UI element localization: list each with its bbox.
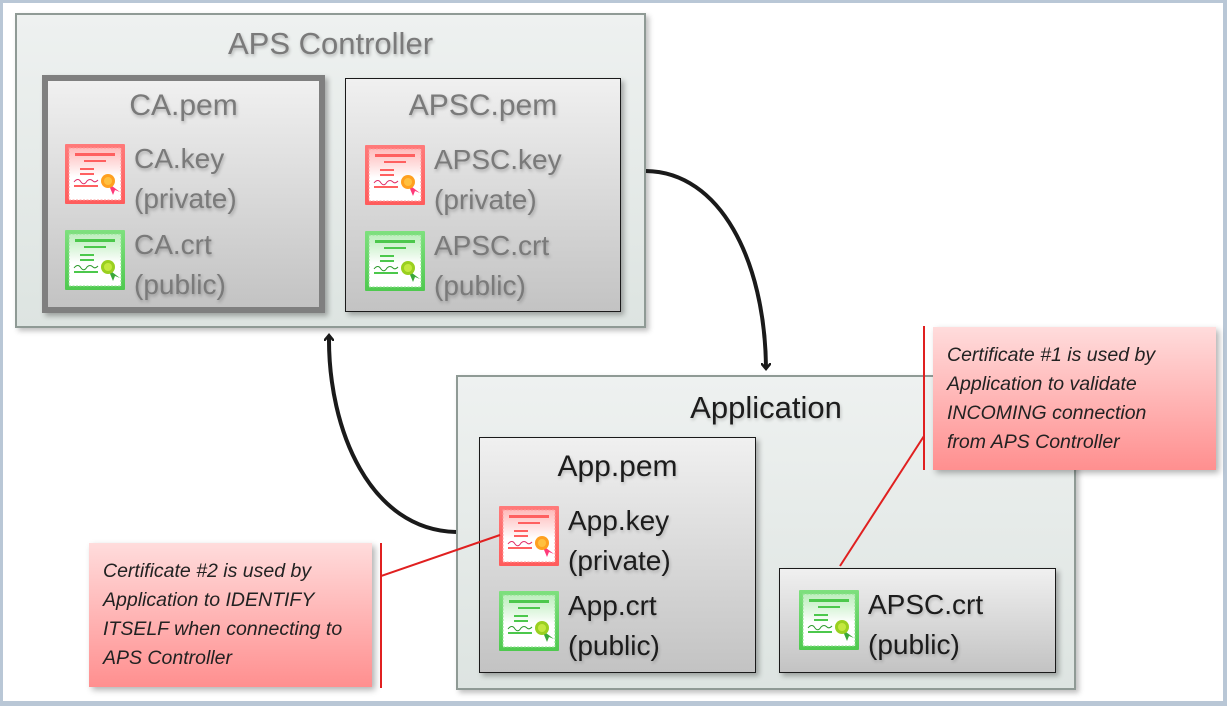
ca-crt-name: CA.crt	[134, 229, 212, 260]
ca-pem-box: CA.pem CA.key (private) CA.crt (public)	[42, 75, 325, 313]
app-crt-name: App.crt	[568, 590, 657, 621]
apsc-crt-box: APSC.crt (public)	[779, 568, 1056, 673]
app-pem-title: App.pem	[557, 450, 678, 483]
public-certificate-icon	[364, 230, 426, 292]
private-certificate-icon	[64, 143, 126, 205]
app-crt-visibility: (public)	[568, 630, 660, 661]
public-certificate-icon	[64, 229, 126, 291]
callout-certificate-2: Certificate #2 is used by Application to…	[89, 543, 372, 687]
apsc-crt-standalone-visibility: (public)	[868, 629, 960, 660]
app-key-visibility: (private)	[568, 545, 671, 576]
callout-2-line: ITSELF when connecting to	[103, 618, 343, 640]
callout-1-line: Certificate #1 is used by	[947, 344, 1156, 366]
apsc-crt-standalone-item: APSC.crt (public)	[798, 585, 983, 665]
callout-1-line: Application to validate	[947, 373, 1137, 395]
ca-crt-visibility: (public)	[134, 269, 226, 300]
ca-key-item: CA.key (private)	[64, 139, 237, 219]
app-crt-item: App.crt (public)	[498, 586, 660, 666]
apsc-key-item: APSC.key (private)	[364, 140, 562, 220]
callout-1-line: from APS Controller	[947, 431, 1120, 453]
application-title: Application	[690, 390, 842, 425]
ca-crt-item: CA.crt (public)	[64, 225, 226, 305]
apsc-crt-name: APSC.crt	[434, 230, 550, 261]
apsc-pem-box: APSC.pem APSC.key (private) APSC.crt (pu…	[345, 78, 621, 312]
ca-key-visibility: (private)	[134, 183, 237, 214]
application-box: Application App.pem App.key (private) Ap…	[456, 375, 1076, 690]
callout-certificate-1: Certificate #1 is used by Application to…	[933, 327, 1216, 470]
ca-pem-title: CA.pem	[129, 89, 238, 122]
apsc-key-visibility: (private)	[434, 184, 537, 215]
apsc-crt-standalone-name: APSC.crt	[868, 589, 984, 620]
callout-2-line: APS Controller	[103, 647, 232, 669]
apsc-crt-item: APSC.crt (public)	[364, 226, 549, 306]
callout-2-line: Certificate #2 is used by	[103, 560, 312, 582]
public-certificate-icon	[798, 589, 860, 651]
callout-2-line: Application to IDENTIFY	[103, 589, 315, 611]
aps-controller-box: APS Controller CA.pem CA.key (private) C…	[15, 13, 646, 328]
private-certificate-icon	[498, 505, 560, 567]
callout-1-line: INCOMING connection	[947, 402, 1147, 424]
app-key-name: App.key	[568, 505, 670, 536]
apsc-crt-visibility: (public)	[434, 270, 526, 301]
app-pem-box: App.pem App.key (private) App.crt (publi…	[479, 437, 756, 673]
private-certificate-icon	[364, 144, 426, 206]
apsc-pem-title: APSC.pem	[408, 89, 558, 122]
aps-controller-title: APS Controller	[227, 26, 434, 61]
public-certificate-icon	[498, 590, 560, 652]
ca-key-name: CA.key	[134, 143, 225, 174]
apsc-key-name: APSC.key	[434, 144, 562, 175]
app-key-item: App.key (private)	[498, 501, 671, 581]
